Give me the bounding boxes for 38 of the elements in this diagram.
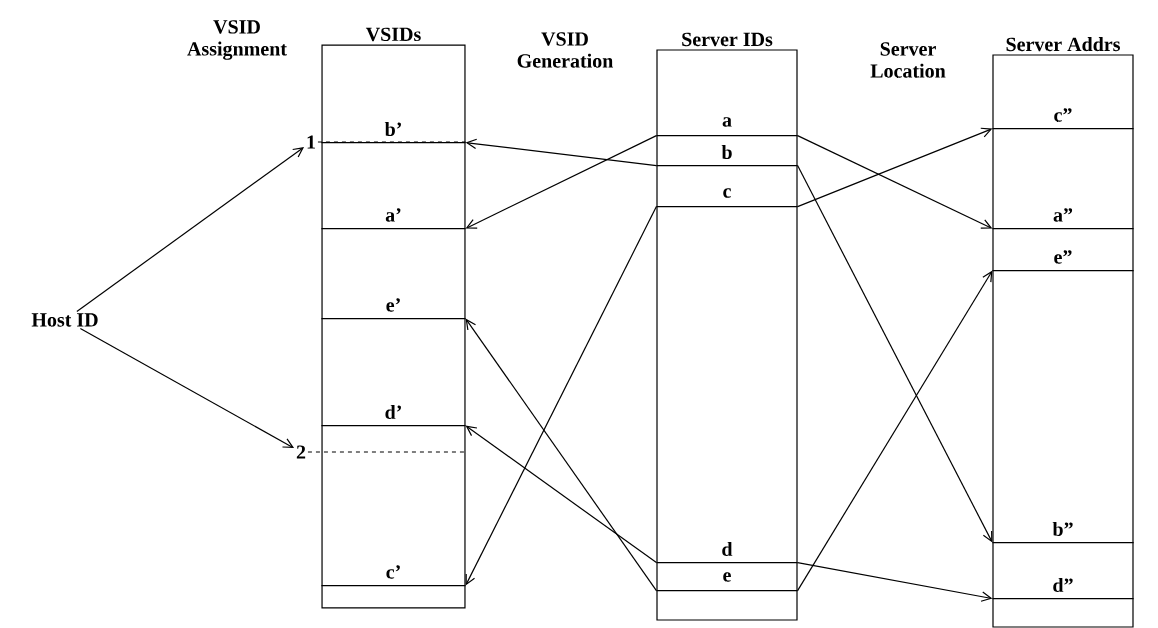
table-row: d”	[991, 577, 1135, 600]
table-row: e	[655, 572, 799, 592]
table-row: c”	[991, 108, 1135, 130]
arrow	[465, 318, 657, 592]
node-label: Server Addrs	[1006, 37, 1121, 52]
arrow	[797, 127, 993, 208]
arrow	[465, 135, 657, 229]
table-row: e”	[991, 250, 1135, 272]
arrow	[465, 138, 657, 167]
table-row: a”	[991, 208, 1135, 230]
table-row: c	[655, 188, 799, 208]
arrow	[76, 147, 305, 313]
table-row: b	[655, 144, 799, 167]
table-row: a	[655, 117, 799, 137]
table-row: a’	[320, 208, 467, 230]
arrow	[465, 206, 657, 586]
table-row: b’	[320, 121, 467, 144]
dashed-line	[317, 141, 467, 143]
node-label: Server IDs	[682, 32, 773, 47]
arrow	[797, 270, 993, 592]
table-row: d’	[320, 404, 467, 427]
table-row: e’	[320, 298, 467, 320]
node-label: VSIDs	[365, 27, 421, 42]
dashed-line	[307, 451, 467, 453]
table-row: d	[655, 541, 799, 564]
arrow	[465, 425, 657, 564]
arrow	[79, 327, 295, 449]
table-row: c’	[320, 565, 467, 587]
node-label: 1	[307, 135, 315, 149]
column-caption: VSID Assignment	[187, 20, 287, 60]
arrow	[797, 562, 993, 602]
table-row: b”	[991, 521, 1135, 544]
arrow	[797, 165, 993, 543]
column-caption: VSID Generation	[517, 32, 614, 68]
node-label: Host ID	[31, 313, 98, 327]
column-caption: Server Location	[870, 42, 946, 78]
arrow	[797, 135, 993, 229]
node-label: 2	[296, 445, 306, 459]
